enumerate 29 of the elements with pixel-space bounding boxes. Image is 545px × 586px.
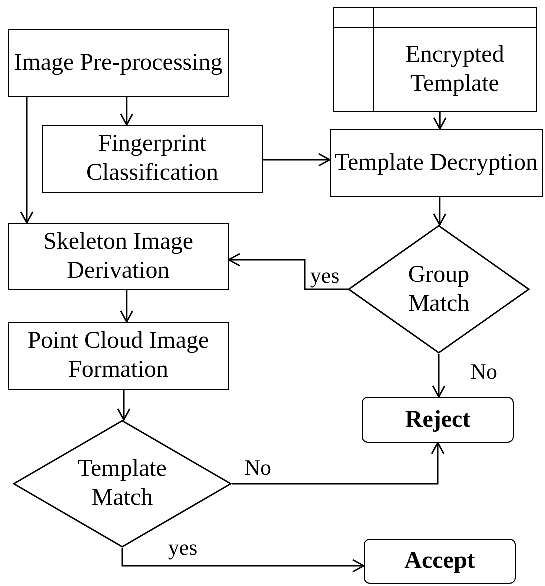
process-box <box>8 223 229 290</box>
terminal-box <box>364 539 516 584</box>
process-box <box>8 322 229 390</box>
process-box <box>8 29 229 97</box>
node-text: Template Match <box>77 455 168 513</box>
terminal-box <box>362 397 514 443</box>
process-box <box>42 125 263 193</box>
arrow <box>120 290 134 323</box>
arrow <box>232 442 445 485</box>
node-text: Image Pre-processing <box>14 48 223 78</box>
node-text: Reject <box>405 406 471 434</box>
arrow <box>228 253 348 290</box>
arrow <box>263 153 331 167</box>
arrow <box>432 354 446 398</box>
node-text: Point Cloud Image Formation <box>26 327 210 385</box>
node-text: Group Match <box>407 260 471 318</box>
arrow <box>20 97 34 224</box>
storage-box <box>333 7 537 112</box>
arrow <box>120 97 134 126</box>
node-text: Template Decryption <box>335 148 538 178</box>
arrow <box>117 390 131 421</box>
node-text: Encrypted Template <box>404 40 506 98</box>
node-text: Accept <box>404 547 476 576</box>
arrow <box>433 112 447 130</box>
node-text: Skeleton Image Derivation <box>42 228 194 286</box>
node-text: Fingerprint Classification <box>86 130 220 188</box>
arrow <box>433 197 447 226</box>
arrow <box>122 548 365 573</box>
process-box <box>330 129 543 197</box>
